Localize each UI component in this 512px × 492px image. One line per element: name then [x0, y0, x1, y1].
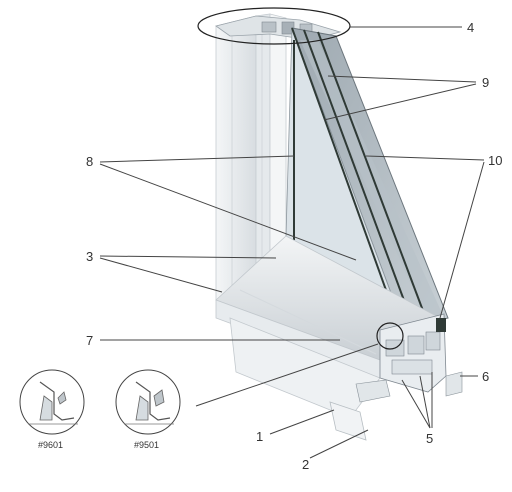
callout-5: 5: [426, 431, 433, 446]
callout-3: 3: [86, 249, 93, 264]
callout-7: 7: [86, 333, 93, 348]
callout-9: 9: [482, 75, 489, 90]
callout-4: 4: [467, 20, 474, 35]
callout-2: 2: [302, 457, 309, 472]
detail-profile-9501: [115, 369, 181, 435]
leader-lines: [99, 26, 485, 459]
glass-panes: [285, 27, 449, 330]
callout-6: 6: [482, 369, 489, 384]
detail-magnifier-circle: [376, 322, 404, 350]
callout-8: 8: [86, 154, 93, 169]
callout-1: 1: [256, 429, 263, 444]
sill-profile-section: [355, 313, 463, 403]
detail-caption-9501: #9501: [134, 440, 159, 450]
detail-profile-9601: [19, 369, 85, 435]
detail-caption-9601: #9601: [38, 440, 63, 450]
top-highlight-ellipse: [197, 7, 351, 45]
callout-10: 10: [488, 153, 502, 168]
